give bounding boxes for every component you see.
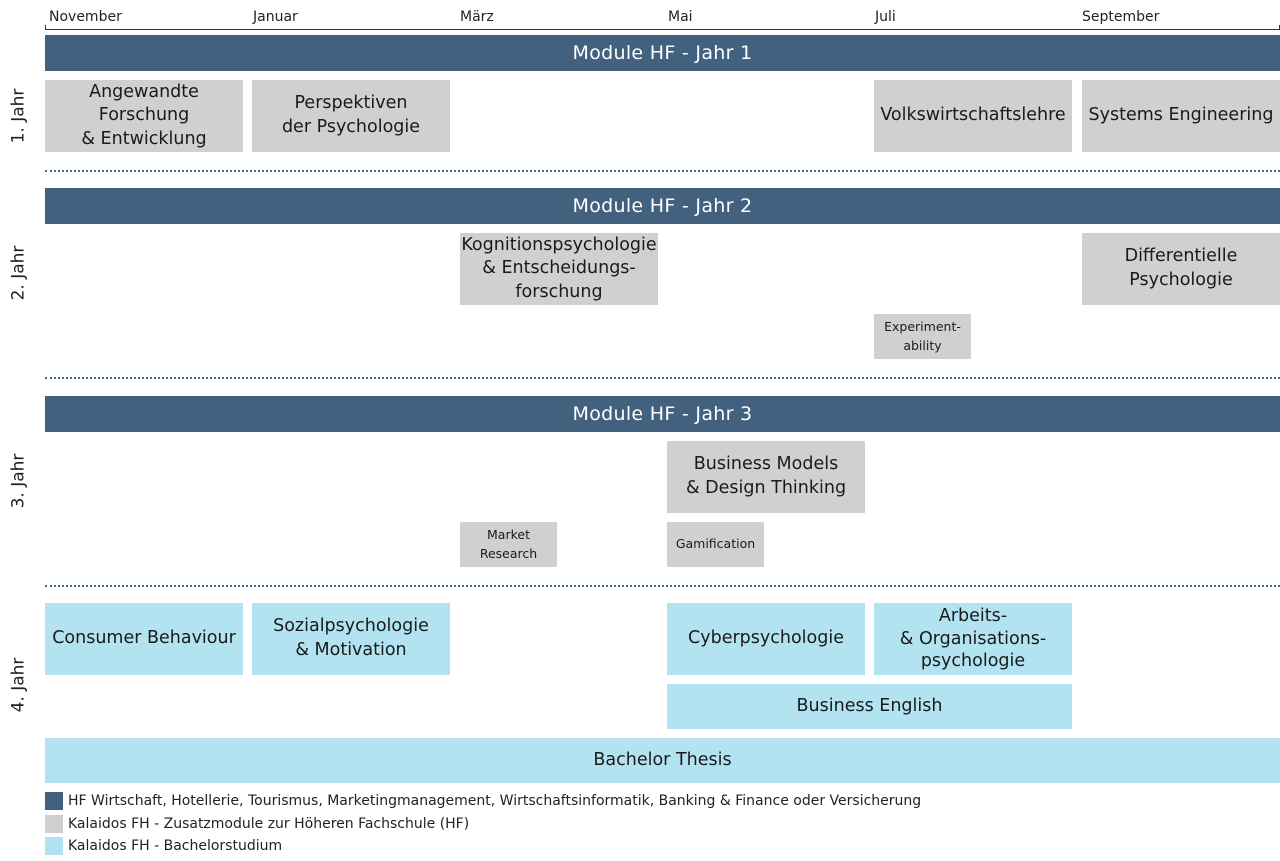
module-experimentability: Experiment- ability bbox=[874, 314, 971, 359]
module-kognitionspsychologie: Kognitionspsychologie & Entscheidungs- f… bbox=[460, 233, 658, 305]
timeline-axis-line bbox=[45, 29, 1280, 30]
month-label-maerz: März bbox=[460, 9, 494, 25]
module-perspektiven-psychologie: Perspektiven der Psychologie bbox=[252, 80, 450, 152]
module-systems-engineering: Systems Engineering bbox=[1082, 80, 1280, 152]
module-business-models: Business Models & Design Thinking bbox=[667, 441, 865, 513]
module-differentielle-psychologie: Differentielle Psychologie bbox=[1082, 233, 1280, 305]
hf-band-year-1: Module HF - Jahr 1 bbox=[45, 35, 1280, 71]
year-label-2: 2. Jahr bbox=[8, 245, 29, 301]
hf-band-year-3: Module HF - Jahr 3 bbox=[45, 396, 1280, 432]
legend-item-zusatzmodule: Kalaidos FH - Zusatzmodule zur Höheren F… bbox=[45, 815, 469, 833]
legend-swatch-bachelor bbox=[45, 837, 63, 855]
year-separator bbox=[45, 585, 1280, 587]
hf-band-year-2: Module HF - Jahr 2 bbox=[45, 188, 1280, 224]
month-label-november: November bbox=[49, 9, 122, 25]
legend-label-zusatzmodule: Kalaidos FH - Zusatzmodule zur Höheren F… bbox=[68, 816, 470, 832]
month-label-juli: Juli bbox=[875, 9, 896, 25]
year-label-3: 3. Jahr bbox=[8, 453, 29, 509]
legend-swatch-hf bbox=[45, 792, 63, 810]
legend-label-bachelor: Kalaidos FH - Bachelorstudium bbox=[68, 838, 283, 854]
year-separator bbox=[45, 170, 1280, 172]
module-consumer-behaviour: Consumer Behaviour bbox=[45, 603, 243, 675]
month-label-september: September bbox=[1082, 9, 1160, 25]
year-label-4: 4. Jahr bbox=[8, 657, 29, 713]
legend-label-hf: HF Wirtschaft, Hotellerie, Tourismus, Ma… bbox=[68, 793, 922, 809]
year-label-1: 1. Jahr bbox=[8, 88, 29, 144]
legend-item-bachelor: Kalaidos FH - Bachelorstudium bbox=[45, 837, 282, 855]
module-angewandte-forschung: Angewandte Forschung & Entwicklung bbox=[45, 80, 243, 152]
module-cyberpsychologie: Cyberpsychologie bbox=[667, 603, 865, 675]
legend-swatch-zusatzmodule bbox=[45, 815, 63, 833]
module-sozialpsychologie: Sozialpsychologie & Motivation bbox=[252, 603, 450, 675]
module-gamification: Gamification bbox=[667, 522, 764, 567]
axis-tick bbox=[45, 25, 46, 30]
month-label-januar: Januar bbox=[253, 9, 298, 25]
module-business-english: Business English bbox=[667, 684, 1072, 729]
month-label-mai: Mai bbox=[668, 9, 693, 25]
legend-item-hf: HF Wirtschaft, Hotellerie, Tourismus, Ma… bbox=[45, 792, 921, 810]
module-arbeits-organisationspsychologie: Arbeits- & Organisations- psychologie bbox=[874, 603, 1072, 675]
module-bachelor-thesis: Bachelor Thesis bbox=[45, 738, 1280, 783]
year-separator bbox=[45, 377, 1280, 379]
module-market-research: Market Research bbox=[460, 522, 557, 567]
module-volkswirtschaftslehre: Volkswirtschaftslehre bbox=[874, 80, 1072, 152]
